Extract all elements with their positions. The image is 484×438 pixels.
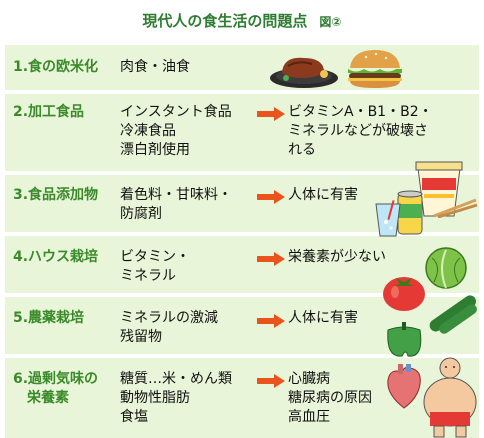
tomato-icon <box>383 277 425 311</box>
row-effects: 人体に有害 <box>288 187 358 203</box>
cup-noodle-icon <box>415 161 463 217</box>
lettuce-icon <box>425 247 467 289</box>
row-2: 2.加工食品 インスタント食品 冷凍食品 漂白剤使用 ビタミンA・B1・B2・ … <box>5 94 479 174</box>
row-label: 4.ハウス栽培 <box>13 249 99 265</box>
row-label: 3.食品添加物 <box>13 187 99 203</box>
hamburger-icon <box>348 50 402 88</box>
row-causes: 糖質…米・めん類 動物性脂肪 食塩 <box>120 371 232 425</box>
row-causes: 肉食・油食 <box>120 59 190 75</box>
row-label: 5.農薬栽培 <box>13 310 85 326</box>
steak-icon <box>270 57 338 88</box>
arrow-icon <box>257 252 285 266</box>
title-text: 現代人の食生活の問題点 <box>142 12 308 30</box>
page-title: 現代人の食生活の問題点図② <box>0 10 484 31</box>
row-effects: 栄養素が少ない <box>288 249 386 265</box>
overweight-person-icon <box>423 357 477 438</box>
row-effects: 人体に有害 <box>288 310 358 326</box>
arrow-icon <box>257 314 285 328</box>
arrow-icon <box>257 374 285 388</box>
row-1: 1.食の欧米化 肉食・油食 <box>5 45 479 93</box>
row-label: 1.食の欧米化 <box>13 59 99 75</box>
row-causes: 着色料・甘味料・ 防腐剤 <box>120 187 232 222</box>
row-effects: ビタミンA・B1・B2・ ミネラルなどが破壊さ れる <box>288 104 433 158</box>
soda-can-icon <box>397 190 423 235</box>
row-causes: ビタミン・ ミネラル <box>120 249 190 284</box>
row-effects: 心臓病 糖尿病の原因 高血圧 <box>288 371 372 425</box>
row-causes: インスタント食品 冷凍食品 漂白剤使用 <box>120 104 232 158</box>
heart-organ-icon <box>387 364 421 409</box>
arrow-icon <box>257 107 285 121</box>
drink-glass-icon <box>375 200 401 237</box>
row-causes: ミネラルの激減 残留物 <box>120 310 218 345</box>
figure-label: 図② <box>319 15 342 29</box>
cucumber-icon <box>429 295 477 334</box>
green-pepper-icon <box>387 322 422 357</box>
arrow-icon <box>257 190 285 204</box>
row-label: 6.過剰気味の 栄養素 <box>13 371 99 406</box>
chopsticks-icon <box>433 198 478 218</box>
row-label: 2.加工食品 <box>13 104 85 120</box>
